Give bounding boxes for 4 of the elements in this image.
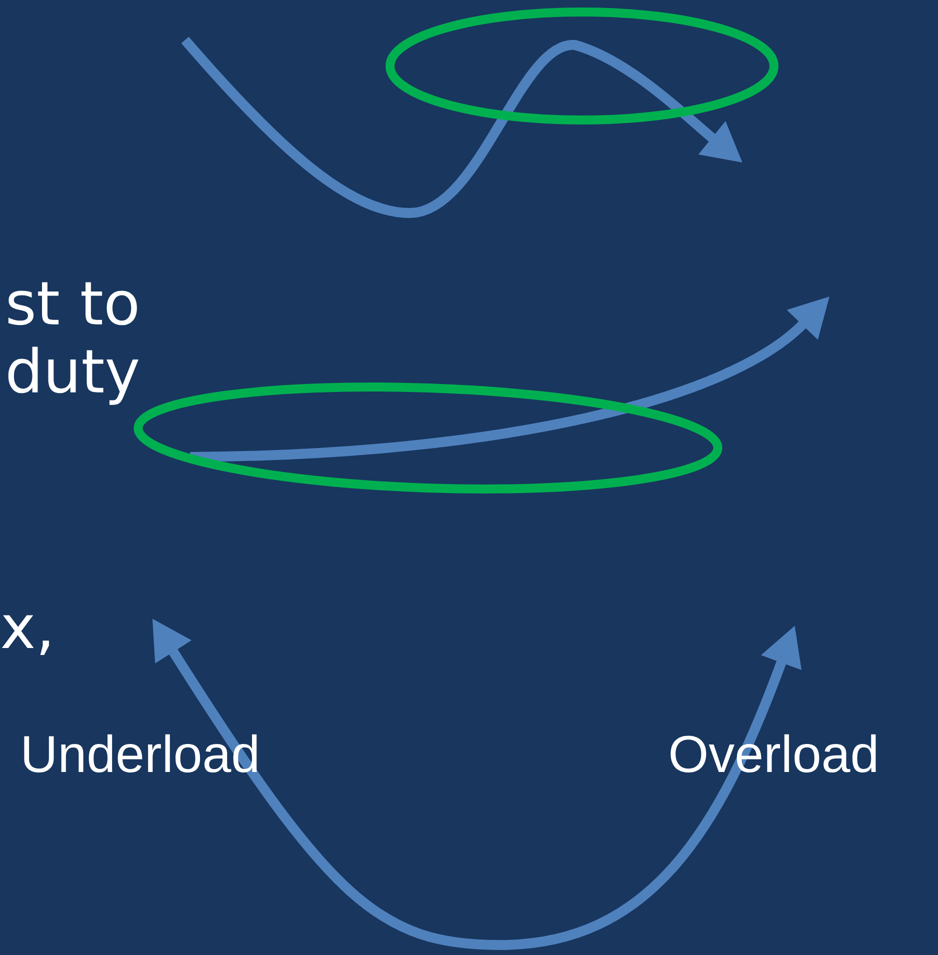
body-text: x, — [2, 615, 49, 655]
axis-label: Underload — [24, 734, 257, 772]
axis-label: Overload — [670, 734, 876, 772]
body-text: st to duty — [8, 282, 138, 405]
